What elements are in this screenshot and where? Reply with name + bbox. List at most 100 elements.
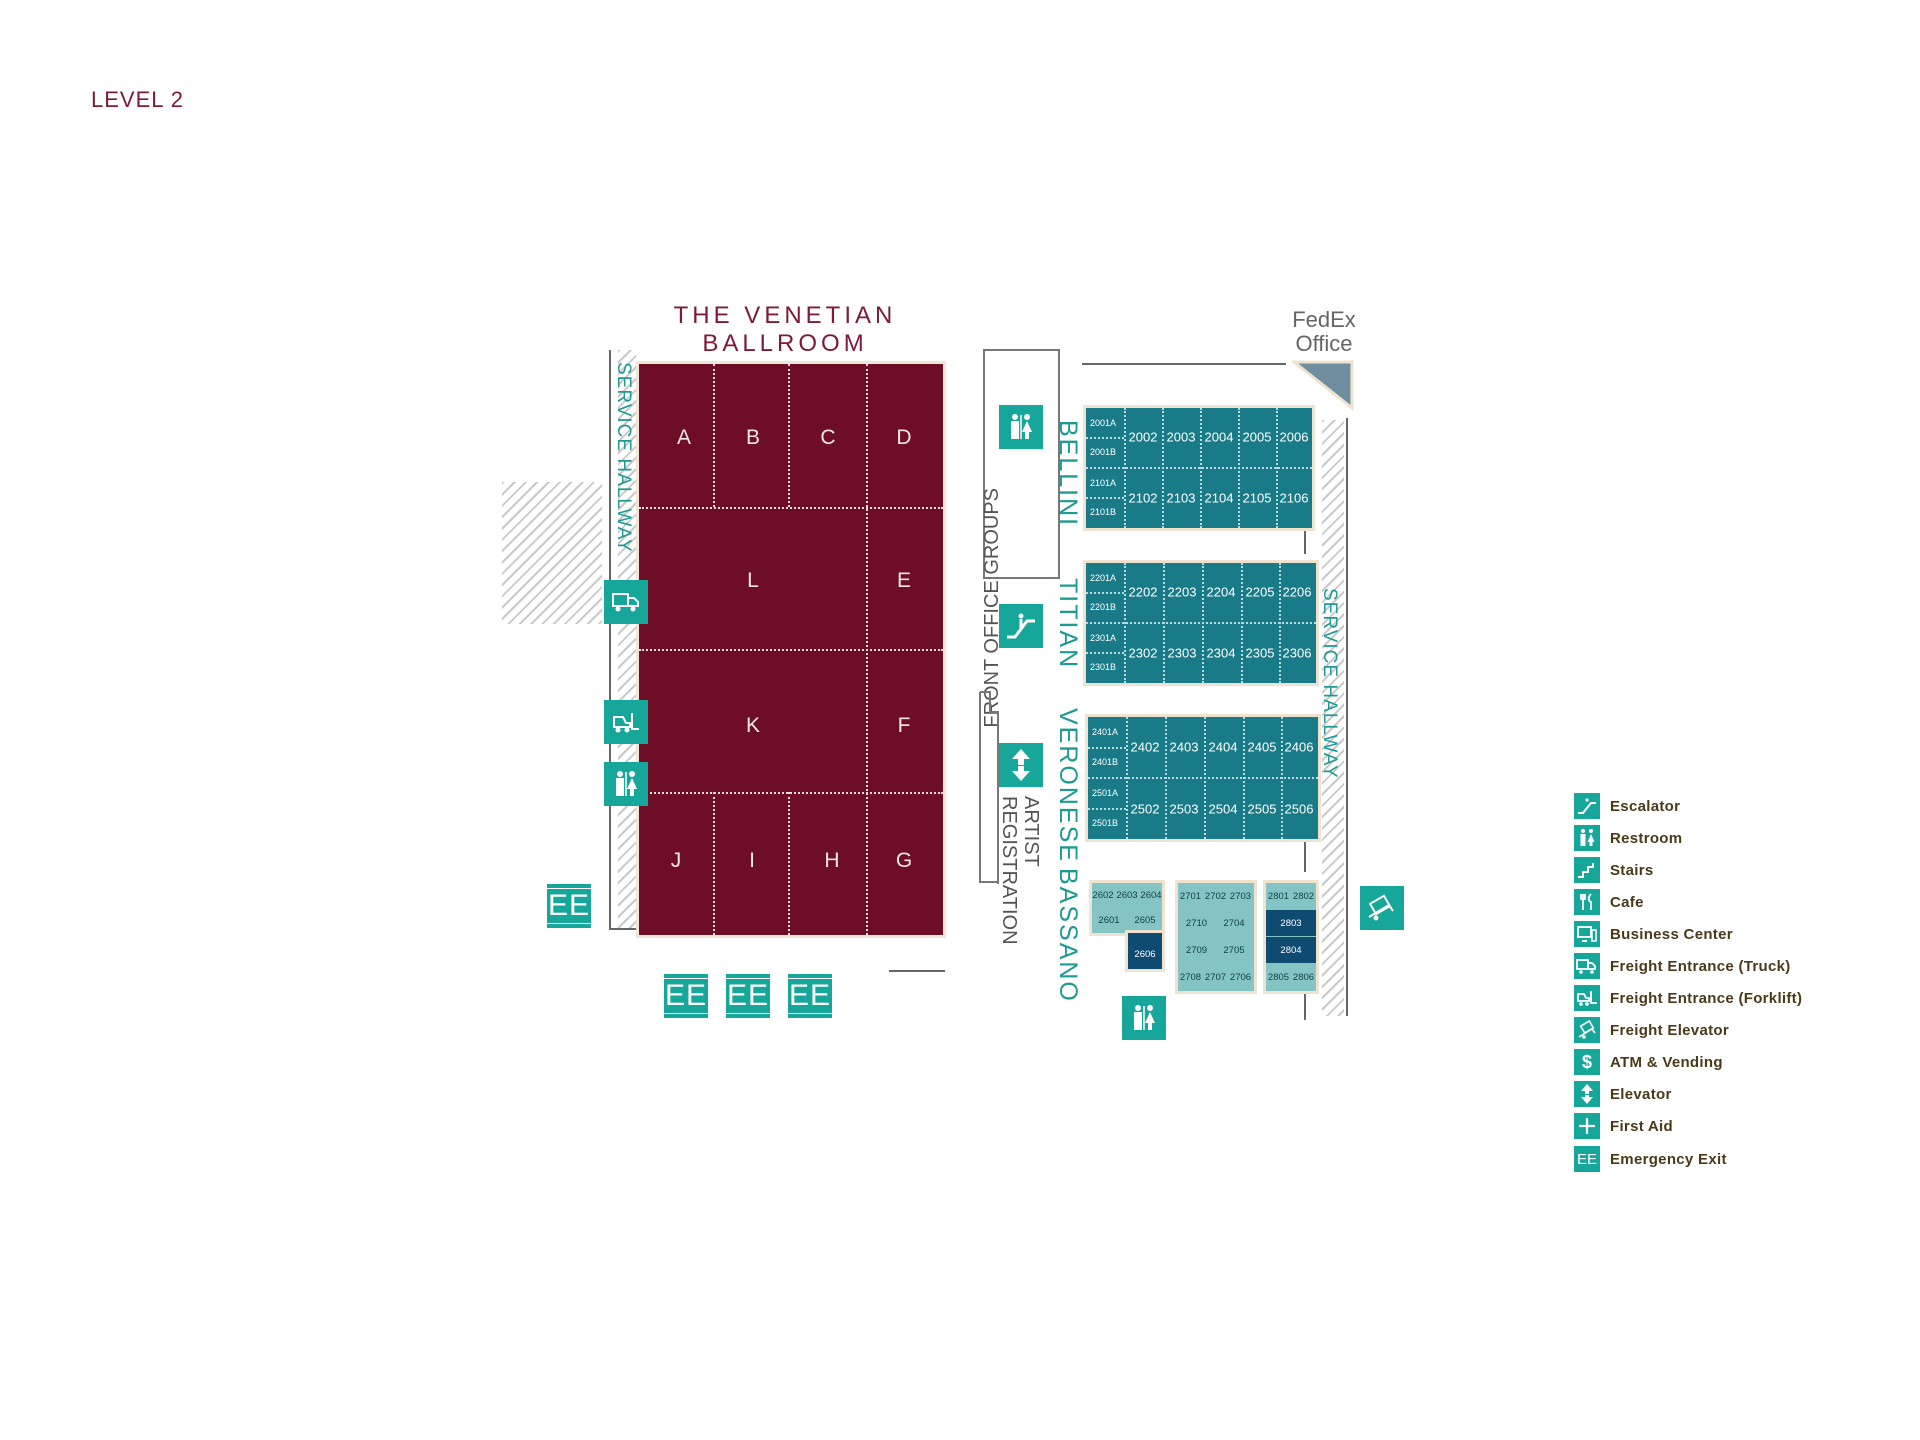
room-number[interactable]: 2710 xyxy=(1185,917,1208,929)
room-number[interactable]: 2501B xyxy=(1091,818,1119,828)
room-number[interactable]: 2804 xyxy=(1266,937,1316,963)
room-number[interactable]: 2202 xyxy=(1128,584,1158,600)
room-number[interactable]: 2301B xyxy=(1089,662,1117,672)
room-number[interactable]: 2701 xyxy=(1179,890,1202,902)
titian-rooms[interactable]: 2201A 2201B 2301A 2301B 2202 2203 2204 2… xyxy=(1083,560,1319,686)
room-number[interactable]: 2105 xyxy=(1242,490,1272,506)
room-number[interactable]: 2403 xyxy=(1169,739,1199,755)
section-label[interactable]: K xyxy=(745,714,761,737)
legend-item-stairs: Stairs xyxy=(1574,856,1654,884)
room-number[interactable]: 2204 xyxy=(1206,584,1236,600)
legend-item-forklift: Freight Entrance (Forklift) xyxy=(1574,984,1802,1012)
section-label[interactable]: A xyxy=(676,426,692,449)
bellini-rooms[interactable]: 2001A 2001B 2101A 2101B 2002 2003 2004 2… xyxy=(1083,405,1315,531)
legend-item-elevator: Elevator xyxy=(1574,1080,1672,1108)
section-label[interactable]: I xyxy=(749,849,755,872)
room-number[interactable]: 2501A xyxy=(1091,788,1119,798)
room-number[interactable]: 2304 xyxy=(1206,645,1236,661)
room-number[interactable]: 2503 xyxy=(1169,801,1199,817)
room-number[interactable]: 2801 xyxy=(1267,890,1290,902)
section-divider xyxy=(788,792,790,935)
room-divider xyxy=(1281,717,1283,839)
room-number[interactable]: 2806 xyxy=(1292,971,1315,983)
room-number[interactable]: 2504 xyxy=(1208,801,1238,817)
room-number[interactable]: 2406 xyxy=(1284,739,1314,755)
section-label[interactable]: D xyxy=(896,426,912,449)
bassano-block-2600[interactable]: 2602 2603 2604 2601 2605 2606 xyxy=(1089,880,1165,972)
restroom-icon xyxy=(1574,825,1600,851)
service-hallway-right-hatch xyxy=(1322,420,1344,1016)
room-number[interactable]: 2302 xyxy=(1128,645,1158,661)
room-number[interactable]: 2602 xyxy=(1092,889,1114,901)
room-number[interactable]: 2705 xyxy=(1223,944,1245,956)
room-number[interactable]: 2306 xyxy=(1282,645,1312,661)
room-number[interactable]: 2606 xyxy=(1134,948,1156,960)
veronese-rooms[interactable]: 2401A 2401B 2501A 2501B 2402 2403 2404 2… xyxy=(1085,714,1321,842)
room-number[interactable]: 2201B xyxy=(1089,602,1117,612)
room-number[interactable]: 2103 xyxy=(1166,490,1196,506)
section-label[interactable]: G xyxy=(895,849,913,872)
ballroom-map[interactable]: A B C D L E K F J I H G xyxy=(636,361,946,938)
room-number[interactable]: 2106 xyxy=(1279,490,1309,506)
room-number[interactable]: 2004 xyxy=(1204,429,1234,445)
room-number[interactable]: 2001B xyxy=(1089,447,1117,457)
section-label[interactable]: E xyxy=(896,569,912,592)
room-divider xyxy=(1086,467,1312,469)
section-divider xyxy=(639,792,943,794)
room-divider xyxy=(1088,777,1318,779)
room-number[interactable]: 2301A xyxy=(1089,633,1117,643)
room-number[interactable]: 2001A xyxy=(1089,418,1117,428)
legend-item-cafe: Cafe xyxy=(1574,888,1644,916)
room-number[interactable]: 2603 xyxy=(1116,889,1138,901)
room-number[interactable]: 2305 xyxy=(1245,645,1275,661)
room-number[interactable]: 2702 xyxy=(1204,890,1227,902)
room-number[interactable]: 2206 xyxy=(1282,584,1312,600)
room-number[interactable]: 2706 xyxy=(1229,971,1252,983)
room-number[interactable]: 2101B xyxy=(1089,507,1117,517)
room-number[interactable]: 2205 xyxy=(1245,584,1275,600)
room-number[interactable]: 2704 xyxy=(1223,917,1245,929)
room-number[interactable]: 2401B xyxy=(1091,757,1119,767)
room-number[interactable]: 2601 xyxy=(1098,914,1120,926)
room-number[interactable]: 2604 xyxy=(1140,889,1162,901)
room-number[interactable]: 2707 xyxy=(1204,971,1227,983)
room-number[interactable]: 2203 xyxy=(1167,584,1197,600)
room-number[interactable]: 2401A xyxy=(1091,727,1119,737)
room-number[interactable]: 2708 xyxy=(1179,971,1202,983)
room-number[interactable]: 2502 xyxy=(1130,801,1160,817)
room-number[interactable]: 2402 xyxy=(1130,739,1160,755)
section-label[interactable]: C xyxy=(820,426,836,449)
room-divider xyxy=(1204,717,1206,839)
room-number[interactable]: 2102 xyxy=(1128,490,1158,506)
room-number[interactable]: 2005 xyxy=(1242,429,1272,445)
room-number[interactable]: 2104 xyxy=(1204,490,1234,506)
section-label[interactable]: H xyxy=(824,849,840,872)
section-label[interactable]: F xyxy=(897,714,911,737)
section-label[interactable]: B xyxy=(745,426,761,449)
room-number[interactable]: 2003 xyxy=(1166,429,1196,445)
room-number[interactable]: 2002 xyxy=(1128,429,1158,445)
room-number[interactable]: 2505 xyxy=(1247,801,1277,817)
room-number[interactable]: 2006 xyxy=(1279,429,1309,445)
room-2606-area xyxy=(1125,930,1165,972)
room-number[interactable]: 2404 xyxy=(1208,739,1238,755)
elevator-icon xyxy=(1574,1081,1600,1107)
room-number[interactable]: 2803 xyxy=(1266,910,1316,936)
room-number[interactable]: 2303 xyxy=(1167,645,1197,661)
room-number[interactable]: 2405 xyxy=(1247,739,1277,755)
room-number[interactable]: 2201A xyxy=(1089,573,1117,583)
room-divider xyxy=(1086,437,1124,439)
wall-line xyxy=(609,350,611,930)
bassano-block-2800[interactable]: 2801 2802 2803 2804 2805 2806 xyxy=(1263,880,1319,994)
bassano-block-2700[interactable]: 2701 2702 2703 2710 2704 2709 2705 2708 … xyxy=(1175,880,1257,994)
section-label[interactable]: J xyxy=(670,849,682,872)
room-number[interactable]: 2605 xyxy=(1134,914,1156,926)
room-number[interactable]: 2802 xyxy=(1292,890,1315,902)
room-number[interactable]: 2506 xyxy=(1284,801,1314,817)
room-number[interactable]: 2805 xyxy=(1267,971,1290,983)
section-label[interactable]: L xyxy=(747,569,759,592)
room-number[interactable]: 2709 xyxy=(1185,944,1208,956)
room-number[interactable]: 2101A xyxy=(1089,478,1117,488)
emergency-exit-icon: EE xyxy=(1574,1146,1600,1172)
room-number[interactable]: 2703 xyxy=(1229,890,1252,902)
